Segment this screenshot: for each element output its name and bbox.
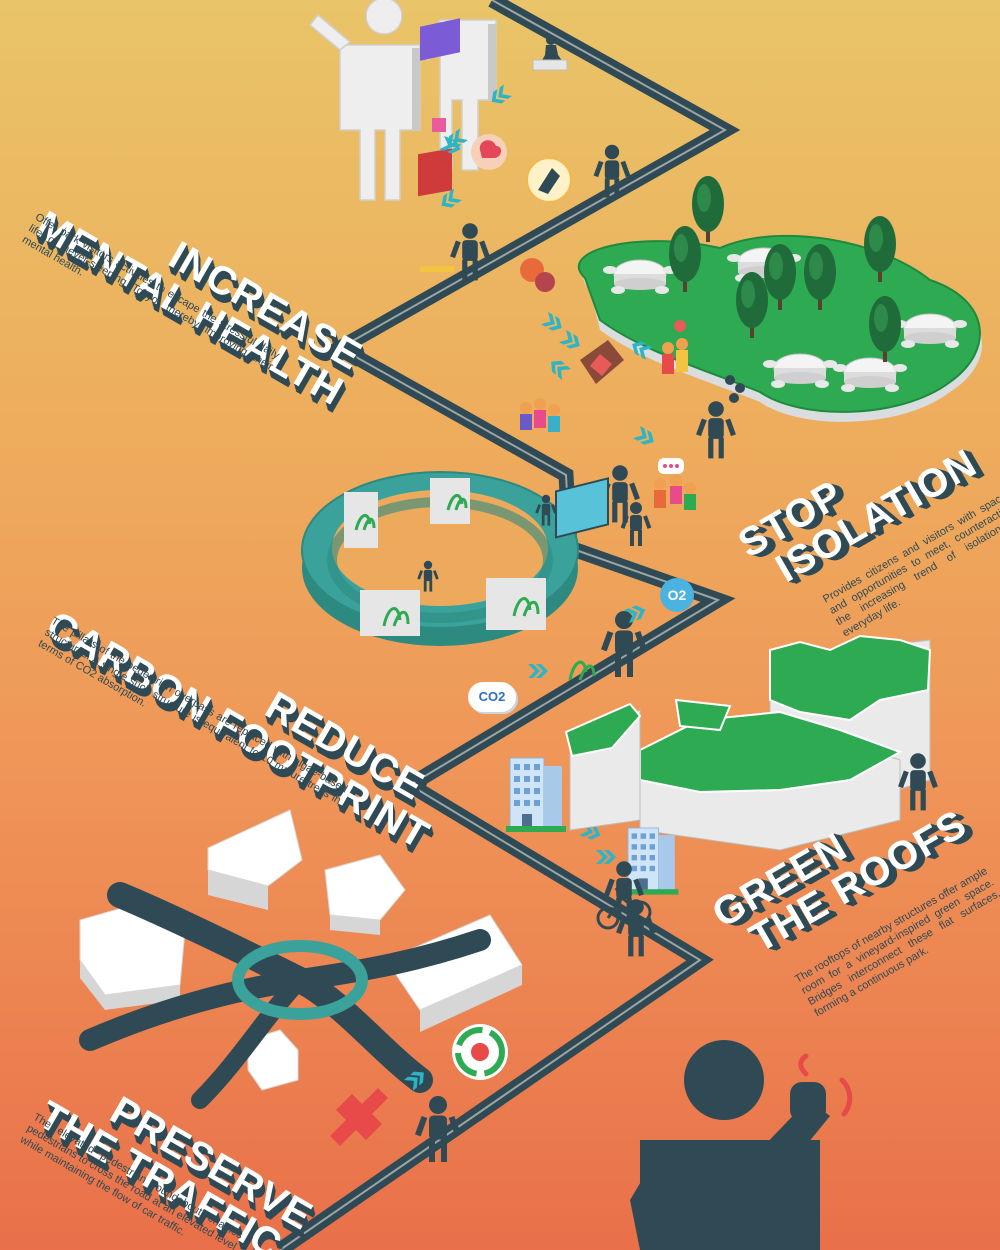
- chess-icon: [541, 35, 563, 62]
- wave-person-icon: [630, 1040, 830, 1250]
- social-icons: [520, 258, 696, 510]
- wave-lines: [798, 1053, 853, 1117]
- recycle-icon: [452, 1024, 508, 1080]
- large-figures-shade: [412, 24, 496, 130]
- large-figures: [308, 0, 497, 201]
- brain-icon: [479, 140, 502, 158]
- roundabout-scene: [79, 809, 523, 1109]
- algae-panel: [555, 477, 609, 681]
- activity-icons: [418, 18, 572, 272]
- group-people-icon-2: [662, 320, 688, 374]
- o2-badge: O2: [660, 578, 694, 612]
- balloon-icons: [725, 375, 745, 403]
- group-people-icon: [520, 398, 560, 432]
- green-roofs: [564, 634, 932, 851]
- algae-ring-structure: [301, 471, 579, 646]
- co2-badge: CO2: [468, 682, 516, 712]
- group-people-icon-3: [654, 458, 696, 510]
- chess-base: [532, 59, 568, 71]
- cross-icon: [330, 1088, 388, 1146]
